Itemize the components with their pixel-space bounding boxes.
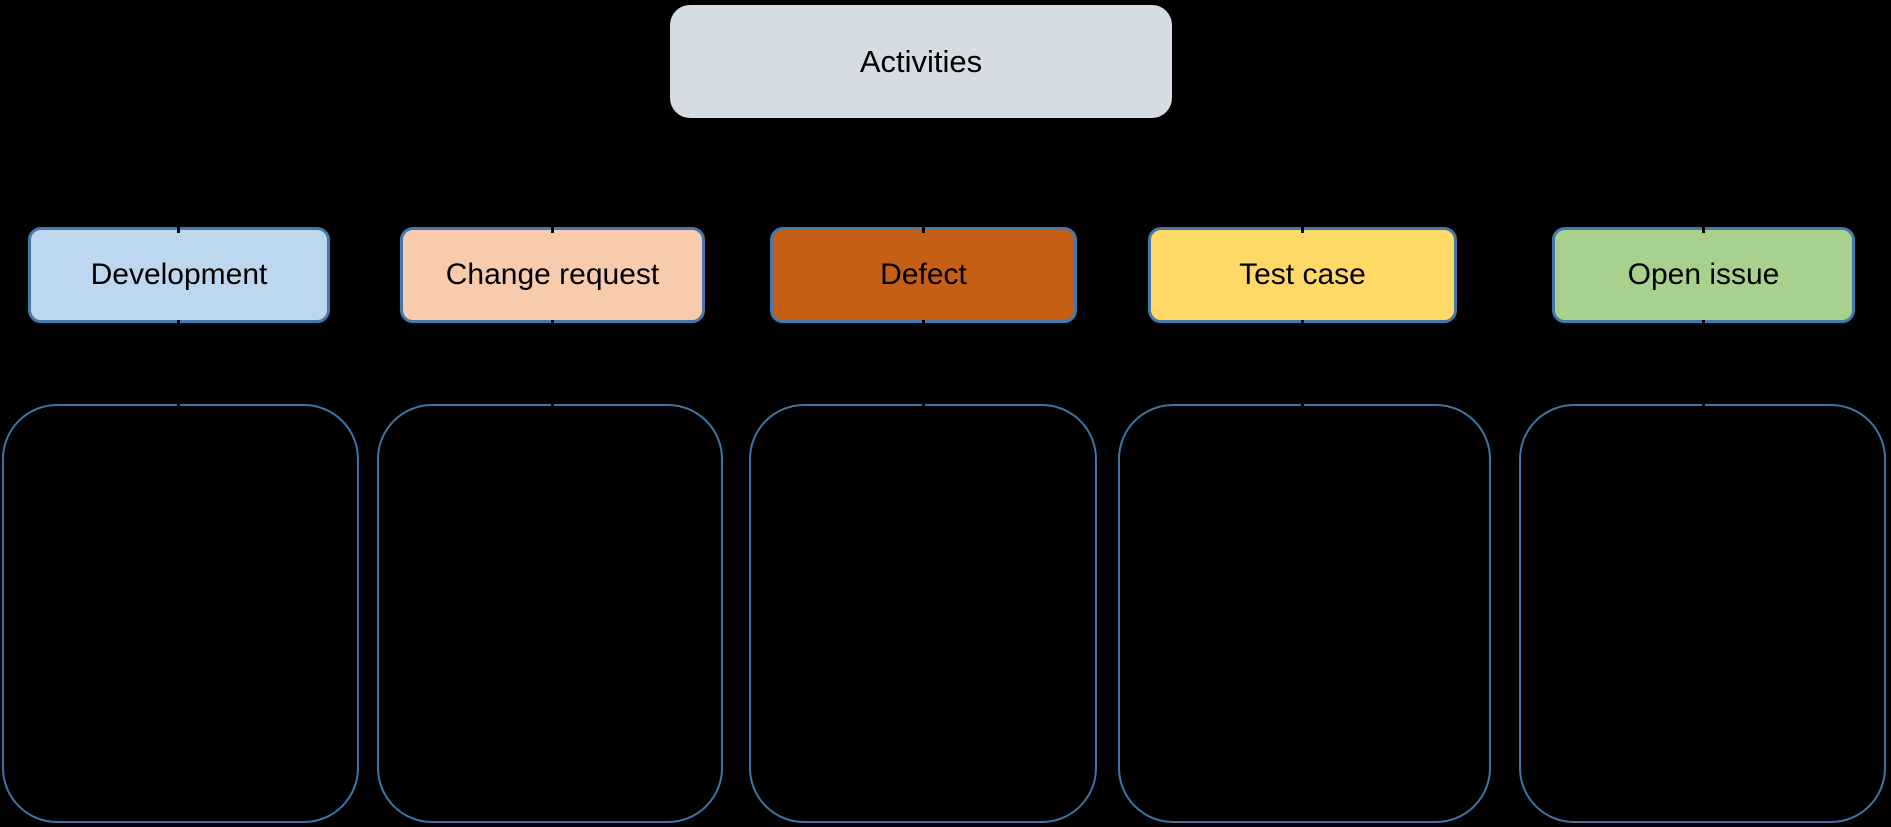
category-label-change-request: Change request <box>445 258 660 291</box>
connector-trunk <box>919 118 922 174</box>
category-label-open-issue: Open issue <box>1627 258 1780 291</box>
category-label-test-case: Test case <box>1239 258 1366 291</box>
connector-down-open-issue <box>1702 320 1705 408</box>
connector-down-defect <box>922 320 925 408</box>
connector-drop-open-issue <box>1702 171 1705 233</box>
category-node-defect: Defect <box>770 227 1077 323</box>
bucket-test-case <box>1118 404 1491 823</box>
category-node-open-issue: Open issue <box>1552 227 1855 323</box>
activities-node: Activities <box>670 5 1172 118</box>
bucket-development <box>2 404 359 823</box>
category-label-defect: Defect <box>880 258 967 291</box>
bucket-change-request <box>377 404 723 823</box>
category-label-development: Development <box>90 258 268 291</box>
connector-rail <box>178 171 1706 174</box>
connector-drop-change-request <box>551 171 554 233</box>
connector-down-test-case <box>1301 320 1304 408</box>
connector-down-development <box>177 320 180 408</box>
category-node-change-request: Change request <box>400 227 705 323</box>
bucket-defect <box>749 404 1097 823</box>
connector-down-change-request <box>551 320 554 408</box>
category-node-development: Development <box>28 227 330 323</box>
connector-drop-test-case <box>1301 171 1304 233</box>
activities-node-label: Activities <box>859 43 983 79</box>
connector-drop-development <box>177 171 180 233</box>
connector-drop-defect <box>922 171 925 233</box>
category-node-test-case: Test case <box>1148 227 1457 323</box>
bucket-open-issue <box>1519 404 1886 823</box>
